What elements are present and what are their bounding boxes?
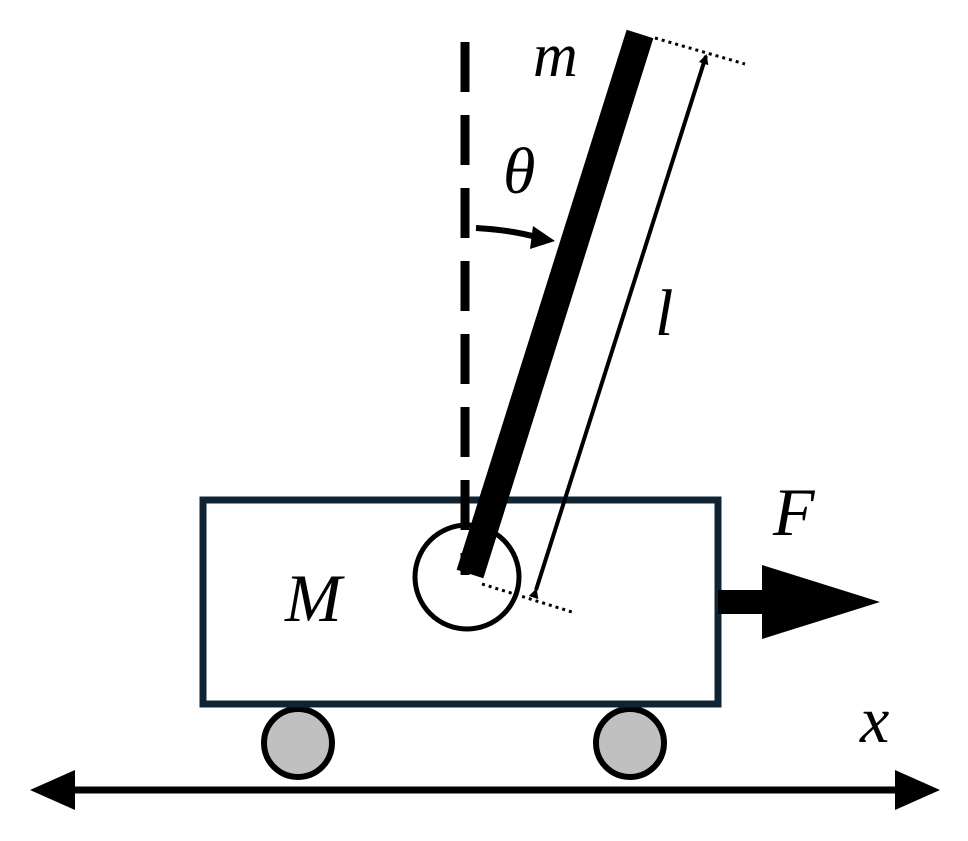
right-wheel [593,706,667,780]
left-wheel [261,706,335,780]
pendulum-mass-label: m [533,22,578,90]
cart-mass-label: M [284,560,345,636]
angle-arc-arrow [475,225,541,241]
angle-arc-arrowhead [530,226,555,249]
length-label: l [655,277,673,350]
force-label: F [772,474,816,550]
force-arrow [718,565,880,639]
length-dimension-arrow [528,54,709,600]
axis-left-arrowhead [30,770,75,810]
pendulum-rod [456,29,654,579]
length-extension-top [654,36,746,66]
position-label: x [859,684,889,757]
axis-right-arrowhead [895,770,940,810]
length-extension-bottom [481,582,573,614]
angle-label: θ [503,135,535,208]
x-axis [30,770,940,810]
